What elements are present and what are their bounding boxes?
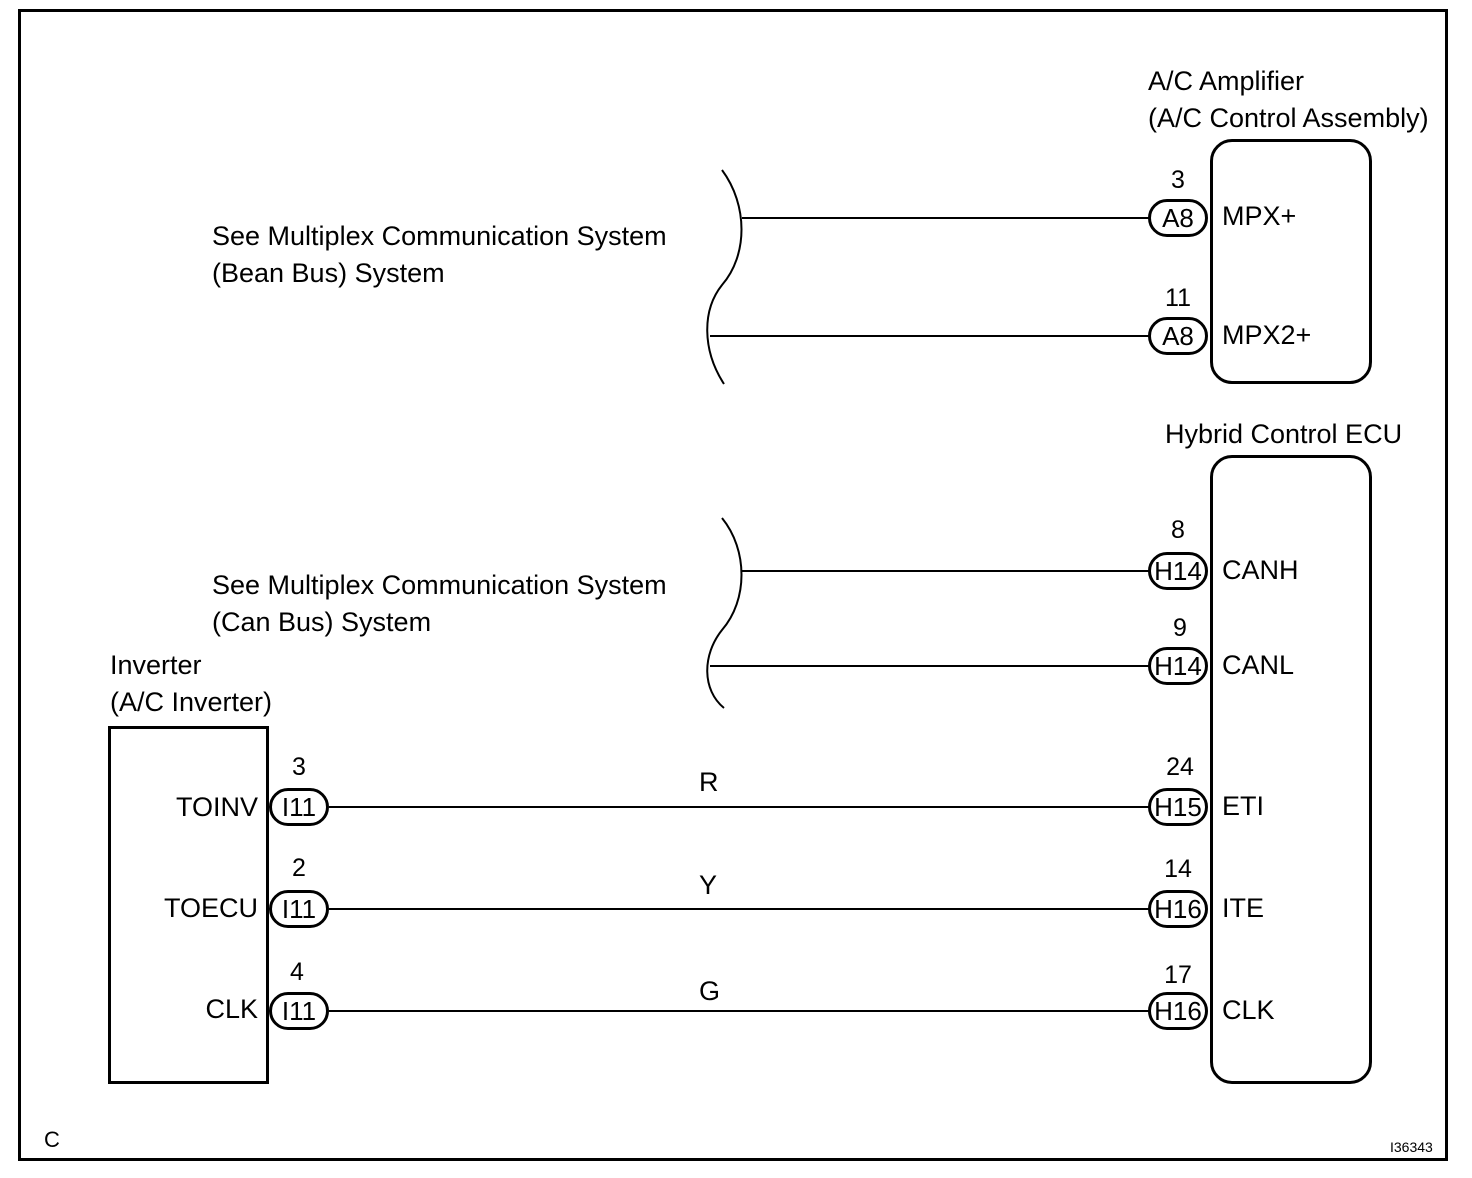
wire-clk-clk	[329, 1010, 1152, 1012]
can-bus-note-line1: See Multiplex Communication System	[212, 570, 667, 600]
pin-signal-label: TOECU	[163, 893, 258, 923]
wire-canl	[710, 665, 1152, 667]
connector-badge: I11	[269, 890, 329, 928]
wire-toecu-ite	[329, 908, 1152, 910]
connector-badge: H16	[1148, 992, 1208, 1030]
figure-id: I36343	[1390, 1139, 1433, 1155]
connector-badge: H14	[1148, 552, 1208, 590]
can-bus-note-line2: (Can Bus) System	[212, 607, 432, 637]
ac-amplifier-title: A/C Amplifier	[1148, 66, 1305, 96]
pin-signal-label: TOINV	[175, 792, 258, 822]
pin-number: 24	[1166, 753, 1194, 781]
pin-number: 2	[292, 854, 306, 882]
pin-number: 8	[1171, 516, 1185, 544]
hybrid-ecu-title: Hybrid Control ECU	[1165, 419, 1403, 449]
connector-badge: A8	[1148, 199, 1208, 237]
inverter-box	[108, 726, 269, 1084]
pin-number: 11	[1165, 284, 1191, 312]
bean-bus-note-line1: See Multiplex Communication System	[212, 221, 667, 251]
connector-badge: H14	[1148, 647, 1208, 685]
bean-bus-note-line2: (Bean Bus) System	[212, 258, 445, 288]
pin-signal-label: ETI	[1222, 791, 1265, 821]
wire-mpx2-plus	[710, 335, 1152, 337]
wire-toinv-eti	[329, 806, 1152, 808]
pin-number: 14	[1164, 855, 1192, 883]
inverter-title: Inverter	[110, 650, 202, 680]
pin-signal-label: CANL	[1222, 650, 1295, 680]
wire-mpx-plus	[742, 217, 1152, 219]
connector-badge: I11	[269, 788, 329, 826]
pin-number: 9	[1173, 614, 1187, 642]
corner-letter: C	[44, 1127, 60, 1152]
connector-badge: H15	[1148, 788, 1208, 826]
pin-number: 3	[292, 753, 306, 781]
wire-canh	[742, 570, 1152, 572]
connector-badge: I11	[269, 992, 329, 1030]
pin-number: 17	[1164, 961, 1192, 989]
pin-number: 3	[1171, 166, 1185, 194]
connector-badge: A8	[1148, 317, 1208, 355]
pin-signal-label: MPX+	[1222, 201, 1297, 231]
wire-color-label: G	[699, 976, 721, 1006]
ac-amplifier-box	[1210, 139, 1372, 384]
pin-signal-label: CLK	[1222, 995, 1275, 1025]
connector-badge: H16	[1148, 890, 1208, 928]
pin-signal-label: ITE	[1222, 893, 1265, 923]
pin-signal-label: CLK	[205, 994, 258, 1024]
ac-amplifier-subtitle: (A/C Control Assembly)	[1148, 103, 1429, 133]
wire-color-label: R	[699, 767, 719, 797]
wire-color-label: Y	[699, 870, 718, 900]
diagram-frame	[18, 9, 1448, 1161]
hybrid-ecu-box	[1210, 455, 1372, 1084]
pin-signal-label: CANH	[1222, 555, 1299, 585]
inverter-subtitle: (A/C Inverter)	[110, 687, 273, 717]
pin-signal-label: MPX2+	[1222, 320, 1312, 350]
pin-number: 4	[290, 958, 304, 986]
